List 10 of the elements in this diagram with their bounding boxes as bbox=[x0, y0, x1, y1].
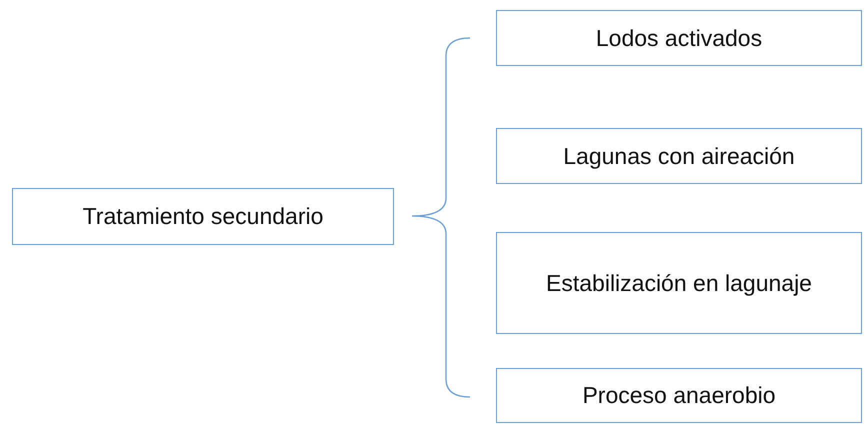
process-box bbox=[496, 368, 862, 423]
process-box bbox=[496, 232, 862, 334]
process-box bbox=[496, 10, 862, 66]
box-label: Tratamiento secundario bbox=[82, 202, 324, 232]
box-label: Lodos activados bbox=[594, 24, 764, 53]
process-box bbox=[496, 128, 862, 184]
process-box bbox=[12, 188, 394, 245]
box-label: Proceso anaerobio bbox=[581, 381, 777, 410]
box-label: Lagunas con aireación bbox=[562, 142, 796, 171]
box-label: Estabilización en lagunaje bbox=[545, 268, 813, 298]
